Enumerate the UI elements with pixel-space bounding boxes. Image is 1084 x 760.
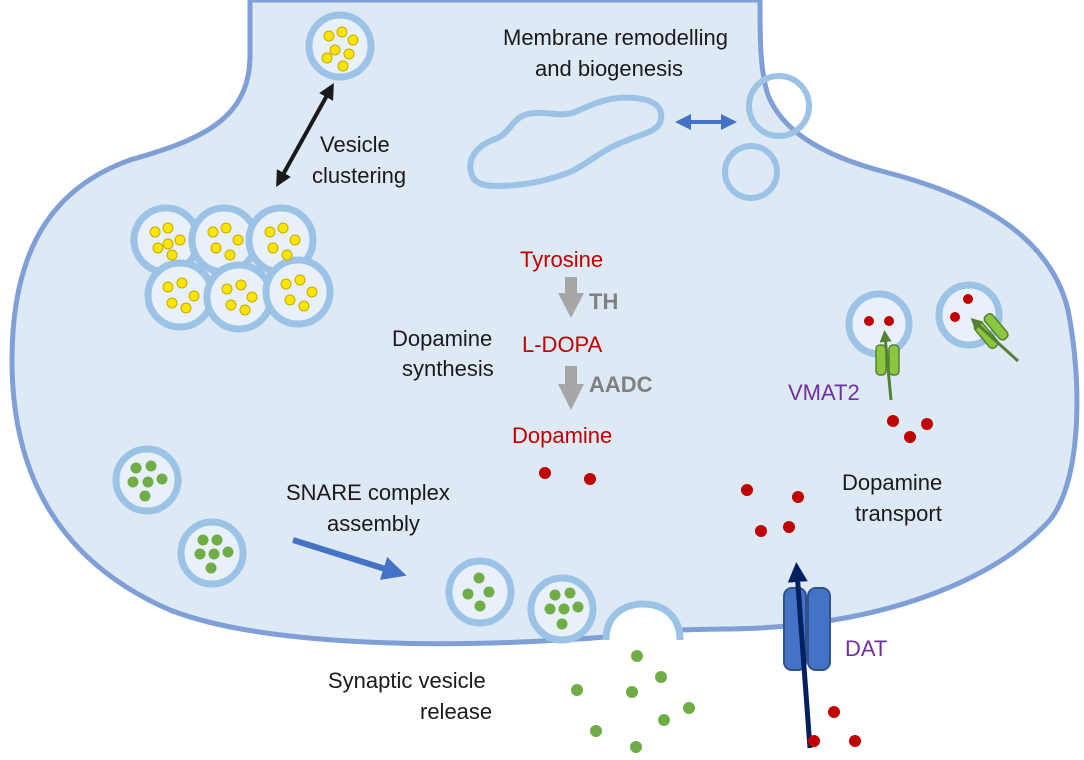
label-aadc: AADC bbox=[589, 372, 653, 397]
label-vmat2: VMAT2 bbox=[788, 380, 860, 405]
dopamine-molecules-synth bbox=[539, 467, 596, 485]
synthesis-arrow-2 bbox=[558, 366, 584, 410]
fusing-vesicle bbox=[602, 600, 684, 641]
label-tyrosine: Tyrosine bbox=[520, 247, 603, 272]
dat-transporter bbox=[783, 562, 831, 749]
vesicle-top bbox=[305, 11, 375, 81]
vmat-vesicle-2 bbox=[935, 281, 1020, 363]
label-dopamine-transport-1: Dopamine bbox=[842, 470, 942, 495]
label-dopamine-synthesis-2: synthesis bbox=[402, 356, 494, 381]
vesicle-green-1 bbox=[112, 445, 182, 515]
label-snare-1: SNARE complex bbox=[286, 480, 450, 505]
label-dat: DAT bbox=[845, 636, 887, 661]
vmat-vesicle-1 bbox=[845, 290, 913, 401]
label-dopamine-transport-2: transport bbox=[855, 501, 942, 526]
label-membrane-remodelling-2: and biogenesis bbox=[535, 56, 683, 81]
label-vesicle-clustering-2: clustering bbox=[312, 163, 406, 188]
vesicle-green-3 bbox=[445, 557, 515, 627]
empty-vesicle-1 bbox=[746, 73, 812, 139]
dopamine-molecules-transport bbox=[741, 484, 804, 537]
label-dopamine-synthesis-1: Dopamine bbox=[392, 326, 492, 351]
endosome-shape bbox=[467, 94, 665, 190]
label-l-dopa: L-DOPA bbox=[522, 332, 603, 357]
vesicle-cluster bbox=[130, 204, 334, 333]
label-release-1: Synaptic vesicle bbox=[328, 668, 486, 693]
dopamine-molecules-extracellular bbox=[808, 706, 861, 747]
label-vesicle-clustering-1: Vesicle bbox=[320, 132, 390, 157]
label-snare-2: assembly bbox=[327, 511, 420, 536]
synthesis-arrow-1 bbox=[558, 277, 584, 318]
clustering-arrow bbox=[276, 83, 334, 187]
vesicle-green-2 bbox=[177, 518, 247, 588]
dopamine-molecules-vmat bbox=[887, 415, 933, 443]
released-dopamine bbox=[571, 650, 695, 753]
label-release-2: release bbox=[420, 699, 492, 724]
snare-arrow bbox=[292, 537, 407, 580]
label-membrane-remodelling-1: Membrane remodelling bbox=[503, 25, 728, 50]
vesicle-green-4 bbox=[527, 574, 597, 644]
label-th: TH bbox=[589, 289, 618, 314]
label-dopamine: Dopamine bbox=[512, 423, 612, 448]
empty-vesicle-2 bbox=[722, 143, 780, 201]
